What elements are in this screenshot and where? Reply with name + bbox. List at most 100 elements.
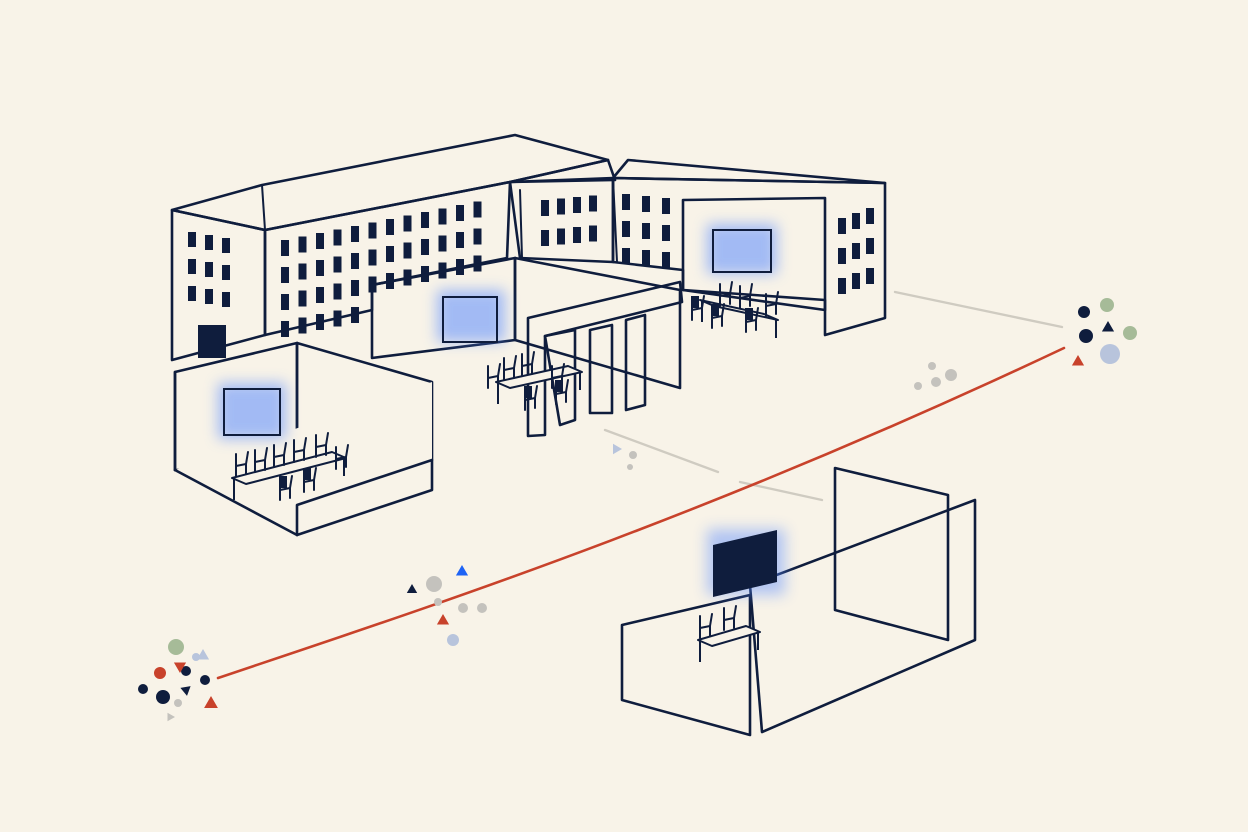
window-icon	[852, 243, 860, 259]
window-icon	[222, 292, 230, 307]
window-icon	[541, 230, 549, 246]
window-icon	[866, 208, 874, 224]
window-icon	[281, 294, 289, 310]
window-icon	[642, 196, 650, 212]
window-icon	[351, 226, 359, 242]
window-icon	[188, 259, 196, 274]
data-particle-icon	[1101, 321, 1115, 332]
display-screen-icon	[223, 388, 281, 436]
chair-icon	[745, 307, 759, 333]
window-icon	[557, 228, 565, 245]
window-icon	[281, 240, 289, 256]
table-icon	[495, 365, 583, 389]
window-icon	[333, 310, 342, 327]
display-screen-icon	[713, 530, 777, 597]
chair-icon	[691, 295, 705, 321]
window-icon	[662, 225, 670, 241]
data-particle-icon	[180, 686, 191, 696]
window-icon	[386, 246, 394, 262]
window-icon	[403, 215, 412, 232]
display-screen-icon	[712, 229, 772, 273]
data-particle-icon	[1071, 355, 1085, 366]
data-particle-icon	[458, 603, 468, 613]
window-icon	[316, 287, 324, 303]
data-particle-icon	[196, 649, 210, 660]
window-icon	[438, 208, 447, 225]
data-particle-icon	[181, 666, 191, 676]
window-icon	[188, 232, 196, 247]
window-icon	[281, 321, 289, 337]
chair-icon	[315, 432, 329, 458]
window-icon	[622, 248, 630, 264]
data-particle-icon	[138, 684, 148, 694]
data-particle-icon	[1100, 344, 1120, 364]
data-particle-icon	[173, 662, 187, 673]
data-particle-icon	[154, 667, 166, 679]
meeting-room-left	[173, 341, 434, 537]
window-icon	[589, 195, 597, 212]
window-icon	[298, 290, 307, 307]
chair-icon	[719, 281, 733, 307]
data-particle-icon	[168, 639, 184, 655]
window-icon	[222, 265, 230, 280]
window-icon	[541, 200, 549, 216]
meeting-room-center	[370, 256, 684, 438]
data-particle-icon	[931, 377, 941, 387]
chair-icon	[765, 291, 779, 317]
window-icon	[838, 278, 846, 294]
remote-meeting-pod	[620, 466, 977, 737]
window-icon	[368, 249, 377, 266]
chair-icon	[487, 363, 501, 389]
chair-icon	[699, 613, 713, 639]
chair-icon	[279, 475, 293, 501]
data-particle-icon	[1079, 329, 1093, 343]
data-particle-icon	[627, 464, 633, 470]
window-icon	[333, 256, 342, 273]
chair-icon	[273, 442, 287, 468]
window-icon	[573, 227, 581, 243]
data-particle-icon	[204, 696, 218, 708]
window-icon	[866, 268, 874, 284]
data-particle-icon	[1078, 306, 1090, 318]
window-icon	[205, 235, 213, 250]
window-icon	[281, 267, 289, 283]
window-icon	[205, 262, 213, 277]
window-icon	[589, 225, 597, 242]
window-icon	[351, 280, 359, 296]
window-icon	[421, 239, 429, 255]
data-particle-icon	[436, 614, 450, 625]
window-icon	[421, 212, 429, 228]
window-icon	[333, 283, 342, 300]
window-icon	[368, 222, 377, 239]
window-icon	[838, 218, 846, 234]
data-particle-icon	[1123, 326, 1137, 340]
chair-icon	[235, 451, 249, 477]
window-icon	[852, 213, 860, 229]
table-icon	[697, 625, 761, 647]
window-icon	[298, 263, 307, 280]
window-icon	[662, 198, 670, 214]
data-particle-icon	[406, 584, 418, 593]
window-icon	[866, 238, 874, 254]
data-particle-icon	[156, 690, 170, 704]
data-particle-icon	[629, 451, 637, 459]
window-icon	[316, 260, 324, 276]
window-icon	[316, 314, 324, 330]
window-icon	[456, 259, 464, 275]
data-particle-icon	[613, 443, 622, 455]
chair-icon	[524, 385, 538, 411]
chair-icon	[254, 447, 268, 473]
data-particle-icon	[434, 598, 442, 606]
window-icon	[473, 201, 482, 218]
window-icon	[222, 238, 230, 253]
window-icon	[351, 307, 359, 323]
data-particle-icon	[174, 699, 182, 707]
window-icon	[622, 221, 630, 237]
chair-icon	[711, 303, 725, 329]
window-icon	[403, 242, 412, 259]
window-icon	[473, 255, 482, 272]
data-particle-icon	[200, 675, 210, 685]
meeting-furniture	[231, 281, 779, 662]
data-particles	[138, 298, 1137, 722]
